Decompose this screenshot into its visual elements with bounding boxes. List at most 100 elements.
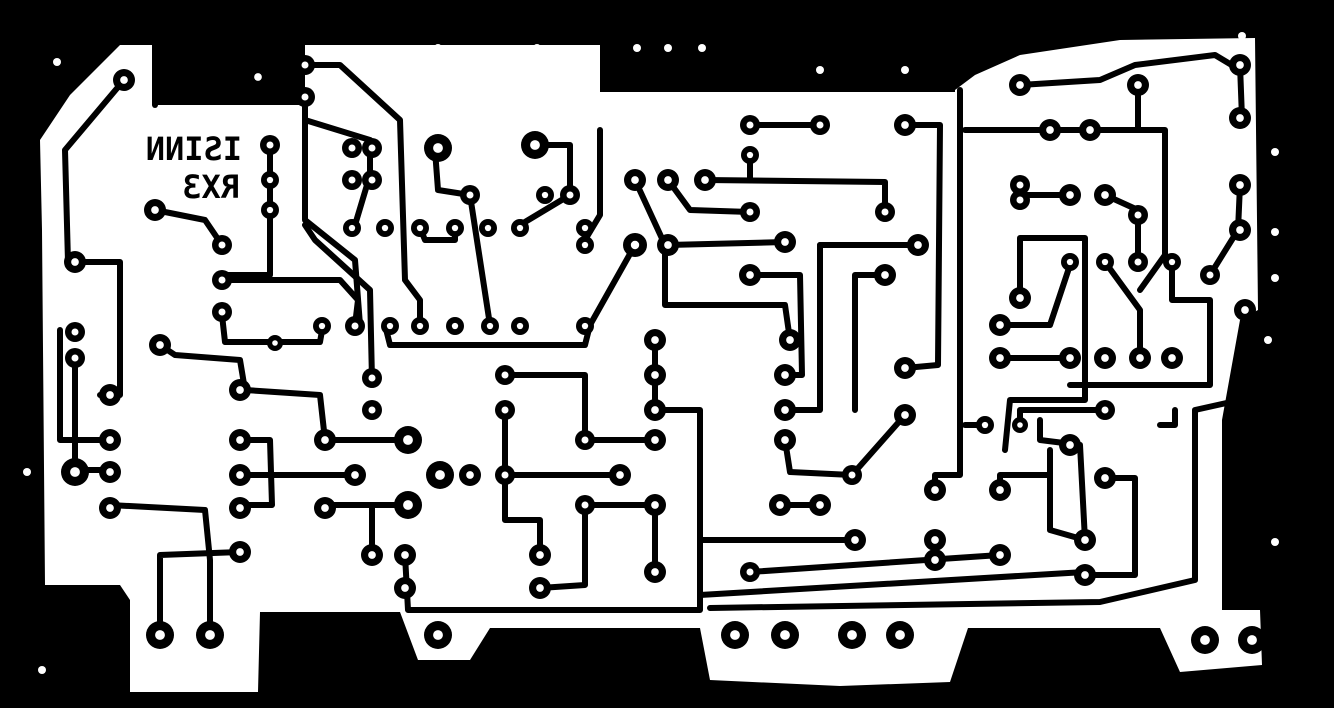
pad-drill-hole <box>581 436 589 444</box>
pad-drill-hole <box>466 471 474 479</box>
pad-drill-hole <box>401 584 409 592</box>
pad-drill-hole <box>218 308 226 316</box>
pad-drill-hole <box>664 176 672 184</box>
pad-drill-hole <box>368 406 376 414</box>
background-dot <box>23 468 31 476</box>
pad-drill-hole <box>272 340 278 346</box>
background-dot <box>698 44 706 52</box>
background-dot <box>533 44 541 52</box>
trace <box>502 372 658 443</box>
trace <box>707 307 1248 611</box>
pad-drill-hole <box>156 341 164 349</box>
pad-drill-hole <box>155 630 165 640</box>
trace <box>537 502 588 591</box>
pad-drill-hole <box>435 470 445 480</box>
pad-drill-hole <box>746 121 754 129</box>
trace <box>665 177 753 215</box>
pad-drill-hole <box>541 191 549 199</box>
pad-drill-hole <box>1236 114 1244 122</box>
pad-drill-hole <box>348 224 356 232</box>
pad-drill-hole <box>151 206 159 214</box>
trace <box>517 142 573 228</box>
pad-drill-hole <box>1136 354 1144 362</box>
pad-drill-hole <box>1016 196 1024 204</box>
pad-drill-hole <box>1241 306 1249 314</box>
pad-drill-hole <box>664 241 672 249</box>
pad-drill-hole <box>566 191 574 199</box>
pad-drill-hole <box>451 224 459 232</box>
pad-drill-hole <box>486 322 494 330</box>
background-dot <box>1264 336 1272 344</box>
pad-drill-hole <box>901 121 909 129</box>
pad-drill-hole <box>368 144 376 152</box>
pad-drill-hole <box>901 411 909 419</box>
trace <box>219 277 361 328</box>
pad-drill-hole <box>321 436 329 444</box>
pad-drill-hole <box>71 258 79 266</box>
pad-drill-hole <box>236 436 244 444</box>
silkscreen-labels: ISINN RX3 <box>146 130 242 206</box>
pad-drill-hole <box>581 241 589 249</box>
pad-drill-hole <box>616 471 624 479</box>
pad-drill-hole <box>781 238 789 246</box>
pad-drill-hole <box>746 271 754 279</box>
background-dot <box>1238 32 1246 40</box>
pad-drill-hole <box>931 556 939 564</box>
trace <box>665 239 788 248</box>
trace <box>1002 235 1088 453</box>
pad-drill-hole <box>1101 474 1109 482</box>
trace <box>997 262 1073 328</box>
pad-drill-hole <box>981 421 989 429</box>
pad-drill-hole <box>1081 571 1089 579</box>
pad-drill-hole <box>530 140 540 150</box>
component-pads <box>61 54 1266 654</box>
pad-drill-hole <box>996 354 1004 362</box>
pad-drill-hole <box>301 61 309 69</box>
pad-drill-hole <box>1247 635 1257 645</box>
trace <box>432 147 493 328</box>
pad-drill-hole <box>501 371 509 379</box>
background-dot <box>1271 228 1279 236</box>
trace <box>382 242 638 348</box>
pad-drill-hole <box>851 536 859 544</box>
pad-drill-hole <box>1134 81 1142 89</box>
trace <box>1017 52 1243 88</box>
background-dot <box>549 96 557 104</box>
pad-drill-hole <box>931 486 939 494</box>
pad-drill-hole <box>581 224 589 232</box>
trace <box>157 549 243 638</box>
pad-drill-hole <box>106 391 114 399</box>
pad-drill-hole <box>1016 294 1024 302</box>
pad-drill-hole <box>106 504 114 512</box>
pad-drill-hole <box>218 241 226 249</box>
pad-drill-hole <box>651 568 659 576</box>
pad-drill-hole <box>254 73 262 81</box>
pad-drill-hole <box>651 406 659 414</box>
pad-drill-hole <box>847 630 857 640</box>
trace <box>632 177 793 343</box>
pad-drill-hole <box>266 206 274 214</box>
pad-drill-hole <box>816 501 824 509</box>
pad-drill-hole <box>651 436 659 444</box>
pad-drill-hole <box>780 630 790 640</box>
pad-drill-hole <box>266 141 274 149</box>
pad-drill-hole <box>701 176 709 184</box>
trace <box>302 92 363 328</box>
pad-drill-hole <box>236 386 244 394</box>
pad-drill-hole <box>1066 191 1074 199</box>
trace <box>1082 475 1138 578</box>
pad-drill-hole <box>1066 258 1074 266</box>
pad-drill-hole <box>651 371 659 379</box>
pad-drill-hole <box>451 322 459 330</box>
pad-drill-hole <box>996 551 1004 559</box>
pad-drill-hole <box>501 471 509 479</box>
trace <box>697 569 1088 598</box>
pad-drill-hole <box>1081 536 1089 544</box>
background-dot <box>53 58 61 66</box>
pad-drill-hole <box>351 471 359 479</box>
pad-drill-hole <box>1168 354 1176 362</box>
pad-drill-hole <box>536 551 544 559</box>
trace <box>302 222 375 383</box>
pad-drill-hole <box>581 501 589 509</box>
pad-drill-hole <box>786 336 794 344</box>
